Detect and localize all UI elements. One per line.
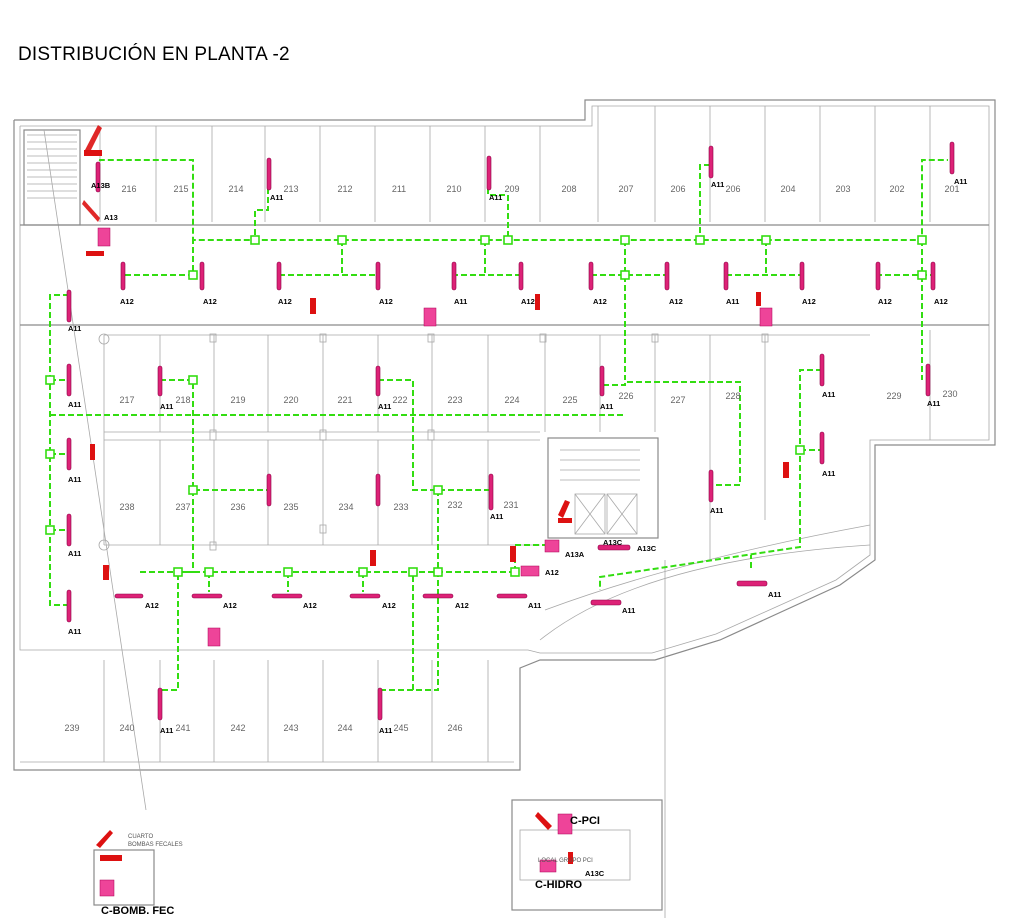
page-title: DISTRIBUCIÓN EN PLANTA -2 <box>18 44 290 65</box>
pipe-network <box>49 159 948 691</box>
alarm-devices <box>82 125 789 864</box>
stair-block <box>23 129 147 811</box>
bottom-rooms <box>93 799 663 911</box>
detector-devices <box>66 141 955 721</box>
core <box>539 437 871 918</box>
outer-walls <box>13 99 996 771</box>
parking-dividers <box>20 106 989 762</box>
pipe-junctions <box>45 235 927 577</box>
control-panels <box>97 227 773 897</box>
